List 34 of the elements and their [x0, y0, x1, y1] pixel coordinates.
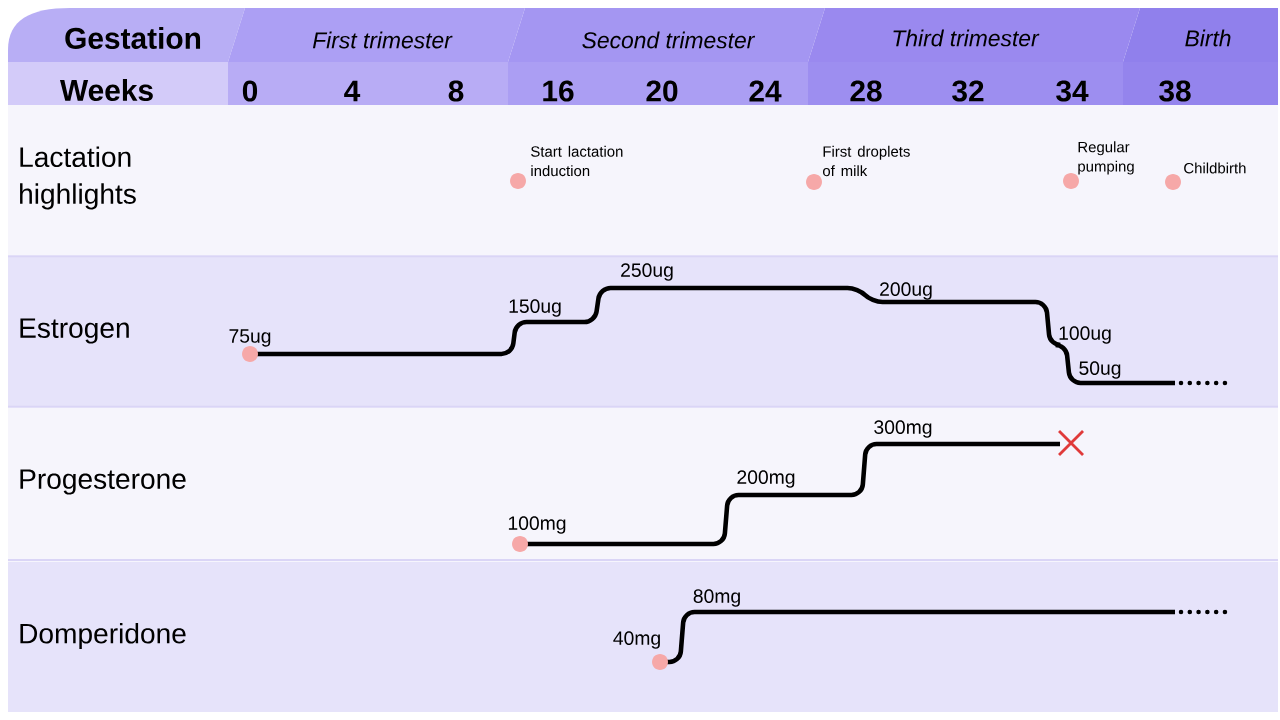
dose-label: 300mg [874, 420, 932, 438]
dose-label: 100mg [508, 516, 566, 534]
week-number: 34 [1056, 80, 1089, 102]
week-number: 38 [1159, 80, 1191, 102]
dose-label: 100ug [1059, 326, 1111, 344]
week-number: 8 [448, 80, 464, 102]
milestone-text: Start lactation induction [531, 145, 623, 177]
node-label: Estrogen [20, 318, 129, 344]
milestone-text: Regular pumping [1078, 141, 1134, 175]
milestone-dot [510, 173, 526, 189]
header-band: Weeks [8, 62, 228, 105]
week-number: 24 [749, 80, 782, 102]
dose-label: 150ug [509, 299, 561, 317]
header-band: Birth [1123, 8, 1278, 62]
dose-label: 40mg [613, 631, 660, 649]
node-label: Birth [1185, 29, 1231, 47]
node-label: Third trimester [893, 29, 1040, 47]
milestone-dot [1165, 174, 1181, 190]
header-band: Second trimester [508, 8, 825, 62]
week-number: 16 [543, 80, 574, 102]
dose-label: 250ug [621, 263, 673, 281]
header-band: First trimester [228, 8, 525, 62]
milestone-text: First droplets of milk [823, 145, 910, 177]
week-number: 28 [850, 80, 882, 102]
week-number: 0 [242, 80, 258, 102]
dose-label: 50ug [1079, 361, 1121, 379]
header-band: Third trimester [808, 8, 1140, 62]
dose-label: 200mg [737, 470, 795, 488]
dose-label: 75ug [229, 329, 271, 347]
milestone-dot [1063, 173, 1079, 189]
milestone-text: Childbirth [1184, 162, 1246, 174]
dose-label: 200ug [880, 282, 932, 300]
milestone-dot [806, 174, 822, 190]
dose-label: 80mg [693, 589, 740, 607]
